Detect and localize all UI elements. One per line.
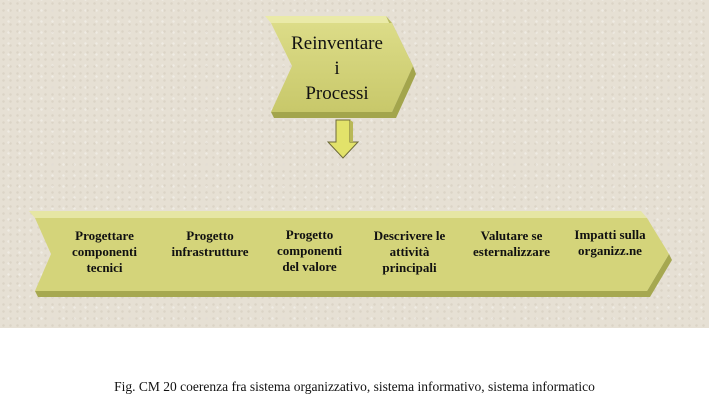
step-label-line: Impatti sulla: [574, 227, 646, 242]
step-label-line: organizz.ne: [578, 243, 642, 258]
step-label-line: Progettare: [75, 228, 134, 243]
chevron-face: [237, 218, 365, 291]
chevron-top-bevel: [29, 211, 141, 218]
chevron-top-bevel: [231, 211, 343, 218]
process-chevron-impatti: [535, 211, 672, 297]
chevron-face: [541, 218, 669, 291]
diagram-background: Reinventare i Processi Progettare compon…: [0, 0, 709, 328]
process-chevron-infrastrutture: [131, 211, 268, 297]
step-label-impatti-organizzazione: Impatti sulla organizz.ne: [564, 227, 656, 259]
chevron-top-bevel: [333, 211, 445, 218]
top-label-line: Processi: [305, 83, 369, 104]
chevron-face: [35, 218, 163, 291]
step-label-progetto-componenti-valore: Progetto componenti del valore: [262, 227, 357, 275]
process-chevron-progettare: [29, 211, 166, 297]
chevron-side-bevel: [339, 254, 470, 297]
step-label-line: del valore: [282, 259, 337, 274]
step-label-progetto-infrastrutture: Progetto infrastrutture: [160, 228, 260, 260]
step-label-valutare-esternalizzare: Valutare se esternalizzare: [464, 228, 559, 260]
step-label-line: Descrivere le: [373, 228, 446, 243]
chevron-side-bevel: [137, 254, 268, 297]
step-label-line: principali: [382, 260, 437, 275]
step-label-line: tecnici: [86, 260, 123, 275]
top-chevron-label: Reinventare i Processi: [282, 31, 392, 106]
process-chevron-descrivere: [333, 211, 470, 297]
step-label-descrivere-attivita: Descrivere le attività principali: [362, 228, 457, 276]
process-chevron-row: [29, 211, 672, 297]
step-label-line: Progetto: [285, 227, 334, 242]
process-chevron-valutare: [434, 211, 571, 297]
step-label-line: componenti: [277, 243, 342, 258]
step-label-progettare-componenti-tecnici: Progettare componenti tecnici: [57, 228, 152, 276]
chevron-face: [440, 218, 568, 291]
chevron-side-bevel: [541, 254, 672, 297]
process-chevron-valore: [231, 211, 368, 297]
chevron-top-bevel: [131, 211, 243, 218]
chevron-side-bevel: [440, 254, 571, 297]
down-arrow: [326, 119, 360, 159]
chevron-top-bevel: [535, 211, 647, 218]
step-label-line: componenti: [72, 244, 137, 259]
step-label-line: Valutare se: [480, 228, 543, 243]
top-label-line: i: [334, 58, 340, 79]
step-label-line: Progetto: [186, 228, 234, 243]
chevron-top-bevel: [434, 211, 546, 218]
step-label-line: attività: [389, 244, 430, 259]
chevron-side-bevel: [35, 254, 166, 297]
chevron-side-bevel: [237, 254, 368, 297]
step-label-line: esternalizzare: [473, 244, 550, 259]
diagram-shapes: [29, 16, 672, 297]
chevron-face: [339, 218, 467, 291]
chevron-face: [137, 218, 265, 291]
step-label-line: infrastrutture: [171, 244, 249, 259]
top-chevron: [265, 16, 416, 118]
top-label-line: Reinventare: [291, 33, 383, 54]
figure-caption: Fig. CM 20 coerenza fra sistema organizz…: [114, 379, 595, 394]
